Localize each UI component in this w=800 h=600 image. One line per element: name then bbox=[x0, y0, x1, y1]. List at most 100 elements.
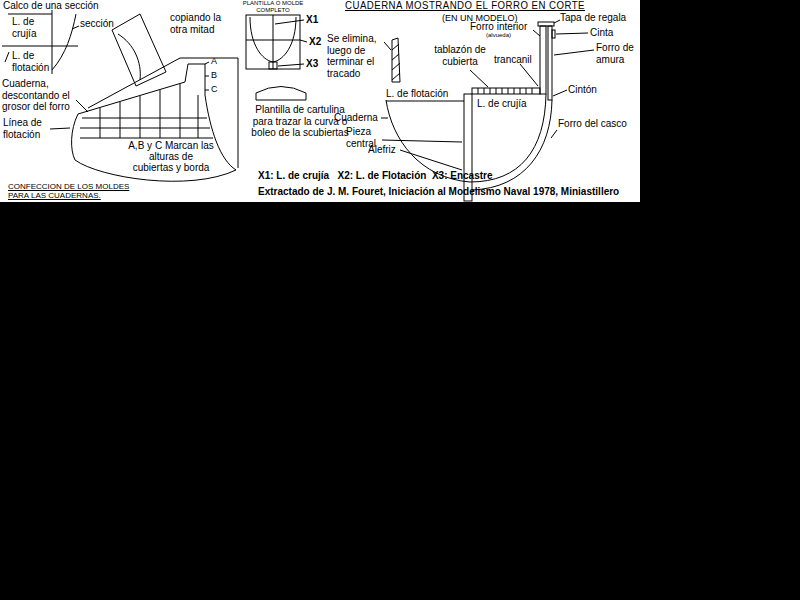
hull-board-stroke bbox=[198, 95, 199, 138]
part-label: Cintón bbox=[568, 84, 597, 96]
hull-board-stroke bbox=[180, 84, 181, 138]
template-drawing-stroke bbox=[246, 40, 300, 41]
template-drawing-stroke bbox=[300, 40, 307, 42]
part-label: L. de crujía bbox=[12, 16, 50, 39]
part-label: C bbox=[211, 84, 218, 94]
frame-section-stroke bbox=[470, 70, 488, 87]
frame-section-stroke bbox=[392, 38, 400, 82]
source-caption: Extractado de J. M. Fouret, Iniciación a… bbox=[258, 186, 619, 198]
part-label: L. de flotación bbox=[386, 88, 448, 100]
frame-section-stroke bbox=[502, 88, 503, 94]
hull-board-stroke bbox=[120, 102, 121, 138]
frame-section-stroke bbox=[540, 26, 546, 94]
hull-board bbox=[50, 58, 238, 181]
copy-card-stroke bbox=[118, 34, 140, 80]
frame-section-stroke bbox=[548, 26, 552, 100]
frame-section-stroke bbox=[554, 50, 594, 55]
frame-section-stroke bbox=[526, 88, 527, 94]
hull-board-stroke bbox=[205, 76, 209, 77]
part-label: sección bbox=[80, 18, 114, 30]
frame-section-stroke bbox=[514, 88, 515, 94]
template-drawing-stroke bbox=[275, 20, 304, 24]
hull-board-stroke bbox=[160, 90, 161, 138]
part-label: Calco de una sección bbox=[3, 0, 99, 12]
part-label: Cuaderna, descontando el grosor del forr… bbox=[2, 78, 82, 113]
hull-board-stroke bbox=[72, 114, 78, 160]
paper-ground bbox=[0, 0, 640, 202]
frame-section-stroke bbox=[464, 94, 472, 201]
part-label: trancanil bbox=[494, 54, 532, 66]
frame-section-stroke bbox=[554, 20, 560, 23]
part-label: Alefriz bbox=[368, 144, 396, 156]
part-label: CUADERNA MOSTRANDO EL FORRO EN CORTE bbox=[345, 0, 585, 12]
section-tracing-stroke bbox=[52, 14, 76, 70]
part-label: Forro interior bbox=[470, 21, 527, 33]
frame-section-stroke bbox=[392, 63, 400, 70]
hull-board-stroke bbox=[205, 90, 209, 91]
template-drawing-stroke bbox=[246, 15, 300, 69]
frame-section-stroke bbox=[386, 94, 546, 182]
part-label: B bbox=[211, 70, 217, 80]
template-drawing-stroke bbox=[278, 64, 304, 66]
part-label: copiando la otra mitad bbox=[170, 12, 236, 35]
frame-section-stroke bbox=[386, 101, 464, 102]
hull-board-stroke bbox=[76, 100, 88, 112]
section-tracing-stroke bbox=[8, 14, 52, 15]
frame-section-stroke bbox=[553, 90, 567, 96]
frame-section-stroke bbox=[382, 140, 462, 142]
frame-section-stroke bbox=[392, 54, 399, 60]
section-tracing-stroke bbox=[5, 52, 9, 62]
hull-board-stroke bbox=[205, 62, 209, 64]
hull-board-stroke bbox=[140, 96, 141, 138]
template-drawing bbox=[246, 15, 307, 100]
frame-section-stroke bbox=[520, 64, 538, 86]
part-label: A,B y C Marcan las alturas de cubiertas … bbox=[128, 140, 214, 173]
part-label: tablazón de cubierta bbox=[428, 44, 492, 67]
part-label: Línea de flotación bbox=[3, 117, 49, 140]
part-label: X1 bbox=[306, 14, 318, 26]
frame-section-stroke bbox=[472, 88, 540, 94]
frame-section-stroke bbox=[490, 88, 491, 94]
frame-section-stroke bbox=[392, 44, 399, 50]
frame-section-stroke bbox=[520, 88, 521, 94]
template-drawing-stroke bbox=[273, 15, 274, 69]
copy-card bbox=[112, 14, 166, 86]
part-label: Forro del casco bbox=[558, 118, 627, 130]
part-label: (alvueda) bbox=[486, 32, 511, 39]
part-label: X2 bbox=[309, 36, 321, 48]
section-tracing-stroke bbox=[52, 10, 53, 74]
template-drawing-stroke bbox=[269, 62, 277, 69]
part-label: A bbox=[211, 56, 217, 66]
part-label: Cuaderna bbox=[334, 112, 378, 124]
part-label: L. de crujía bbox=[477, 98, 526, 110]
frame-section-stroke bbox=[478, 88, 479, 94]
part-label: Forro de amura bbox=[596, 42, 638, 65]
hull-board-stroke bbox=[82, 118, 207, 119]
frame-section-stroke bbox=[533, 30, 540, 36]
copy-card-stroke bbox=[112, 14, 166, 86]
frame-section-stroke bbox=[384, 42, 391, 50]
hull-board-stroke bbox=[100, 108, 101, 138]
part-label: Se elimina, luego de terminar el tracado bbox=[327, 33, 383, 79]
part-label: Tapa de regala bbox=[560, 12, 626, 24]
section-tracing bbox=[2, 10, 79, 74]
frame-section-stroke bbox=[551, 130, 557, 138]
frame-section-stroke bbox=[484, 88, 485, 94]
frame-section-stroke bbox=[496, 88, 497, 94]
part-label: X1: L. de crujía X2: L. de Flotación X3:… bbox=[258, 170, 493, 182]
part-label: PLANTILLA O MOLDE COMPLETO bbox=[240, 0, 306, 14]
hull-board-stroke bbox=[50, 128, 70, 129]
frame-section-stroke bbox=[538, 22, 554, 26]
frame-section-stroke bbox=[552, 30, 555, 38]
part-label: X3 bbox=[306, 58, 318, 70]
section-tracing-stroke bbox=[72, 26, 79, 29]
frame-section-stroke bbox=[508, 88, 509, 94]
frame-section-stroke bbox=[532, 88, 533, 94]
template-drawing-stroke bbox=[256, 87, 306, 101]
frame-section-stroke bbox=[381, 118, 388, 119]
part-label: CONFECCION DE LOS MOLDES PARA LAS CUADER… bbox=[8, 182, 148, 200]
frame-section-stroke bbox=[392, 73, 400, 80]
frame-section-stroke bbox=[400, 150, 462, 170]
